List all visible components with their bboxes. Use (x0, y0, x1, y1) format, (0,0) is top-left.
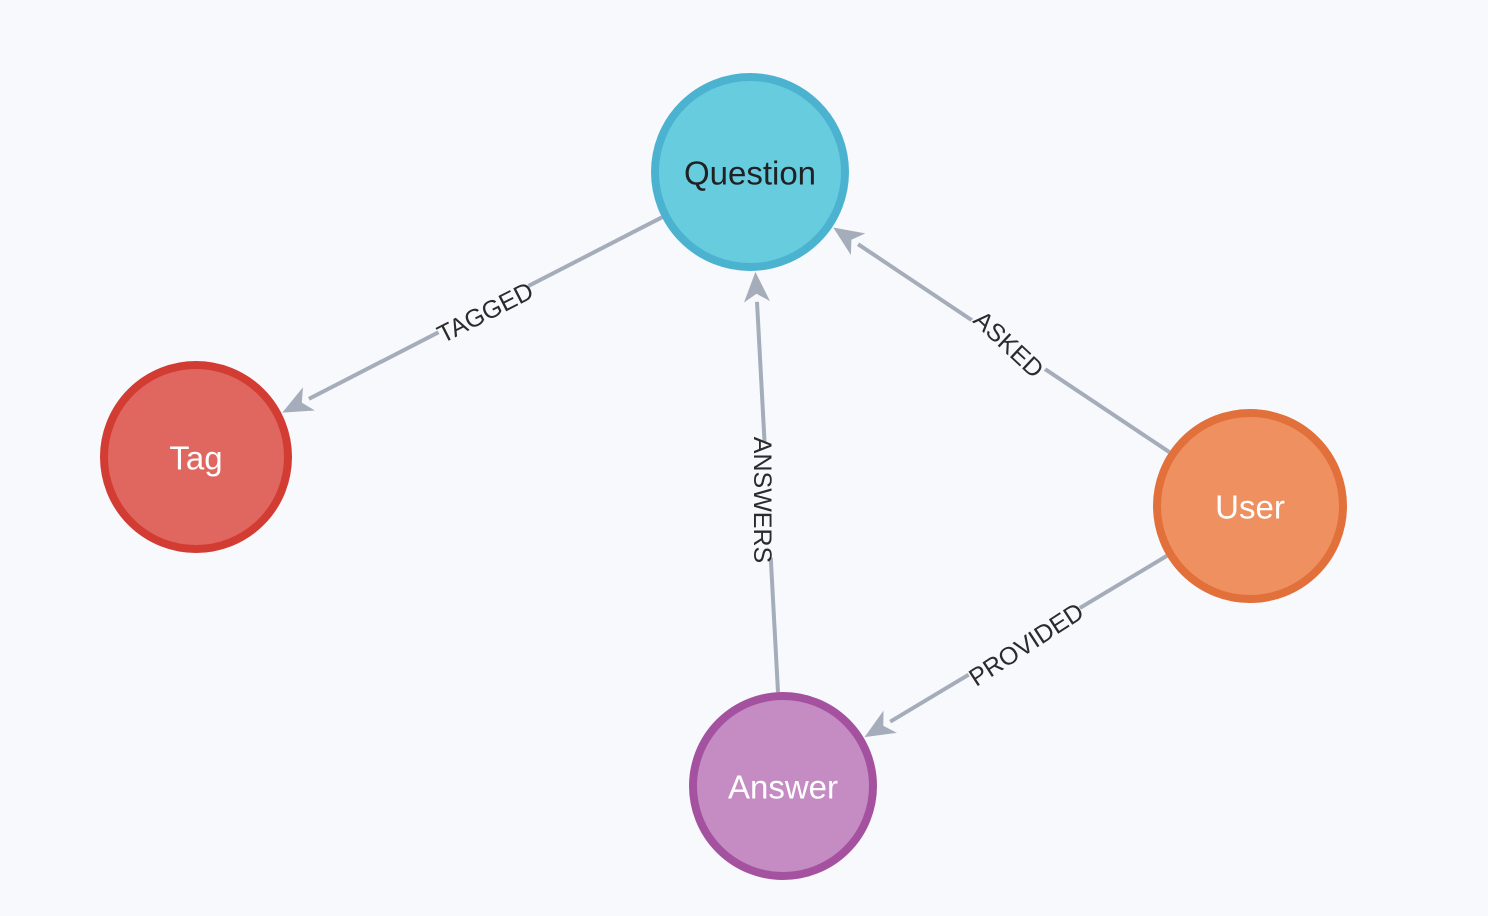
node-tag[interactable]: Tag (100, 361, 292, 553)
arrowhead-icon-tagged (282, 387, 315, 413)
relationship-label-backdrop-provided (963, 596, 1089, 692)
relationship-label-group-answers: ANSWERS (748, 437, 778, 563)
node-question[interactable]: Question (651, 73, 849, 271)
node-user[interactable]: User (1153, 409, 1347, 603)
node-circle-answer[interactable] (689, 692, 877, 880)
relationship-label-backdrop-asked (966, 303, 1052, 385)
relationship-label-backdrop-answers (748, 442, 778, 558)
relationship-label-asked: ASKED (968, 306, 1049, 384)
relationship-label-tagged: TAGGED (433, 277, 538, 349)
node-answer[interactable]: Answer (689, 692, 877, 880)
node-circle-tag[interactable] (100, 361, 292, 553)
relationship-label-provided: PROVIDED (964, 598, 1089, 693)
arrowhead-icon-asked (833, 227, 866, 255)
relationships-layer (282, 215, 1171, 738)
arrowhead-icon-provided (864, 710, 897, 738)
node-circle-question[interactable] (651, 73, 849, 271)
relationship-label-group-tagged: TAGGED (433, 275, 538, 349)
relationship-label-group-provided: PROVIDED (963, 596, 1089, 692)
node-circle-user[interactable] (1153, 409, 1347, 603)
arrowhead-icon-answers (744, 271, 770, 303)
relationship-label-group-asked: ASKED (966, 303, 1052, 385)
relationship-label-answers: ANSWERS (748, 437, 776, 563)
relationship-label-backdrop-tagged (433, 275, 537, 349)
